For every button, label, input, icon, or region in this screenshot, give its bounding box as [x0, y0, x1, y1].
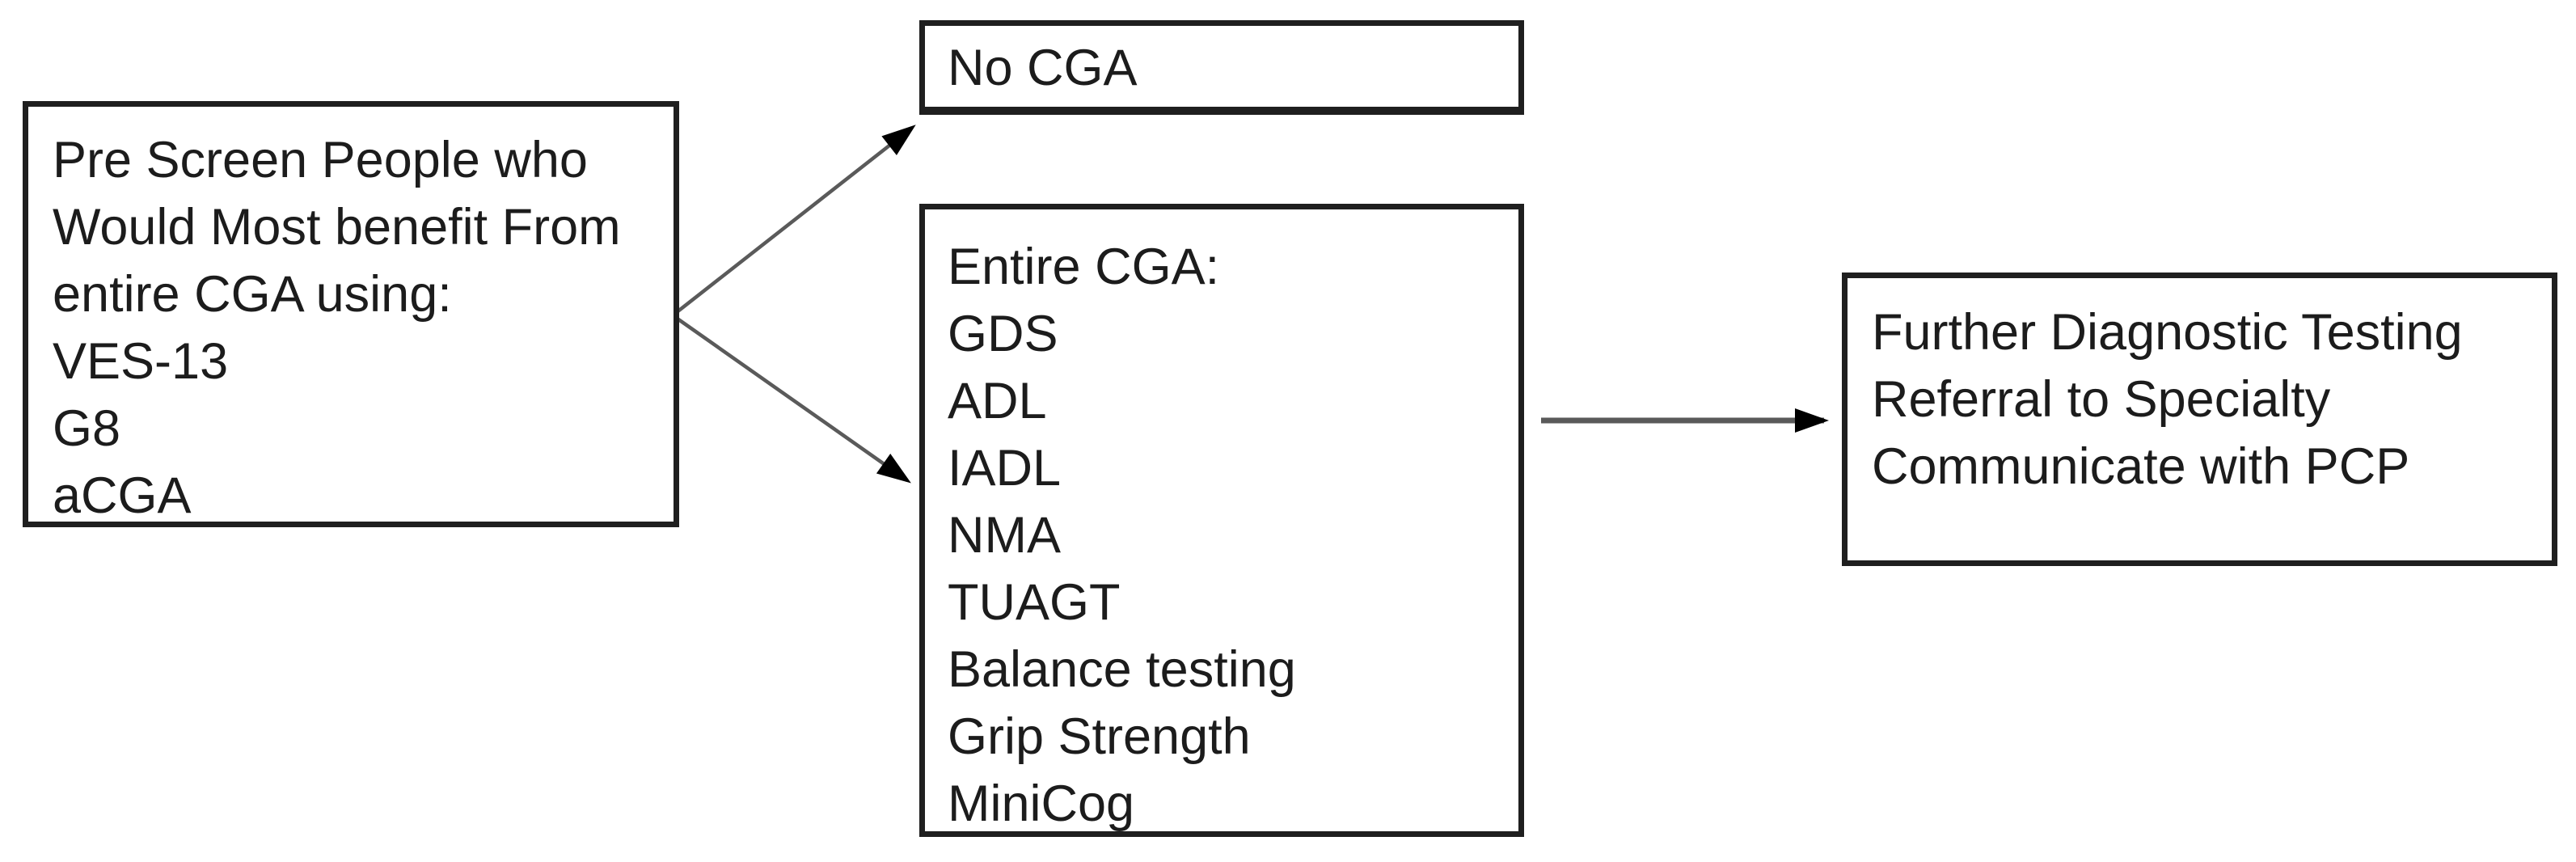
- outcome-text-line: Communicate with PCP: [1872, 438, 2410, 495]
- prescreen-text-line: G8: [53, 400, 121, 457]
- outcome-text-line: Referral to Specialty: [1872, 371, 2331, 428]
- entire-cga-box: Entire CGA: GDS ADL IADL NMA TUAGT Balan…: [919, 204, 1524, 837]
- prescreen-text-line: Would Most benefit From: [53, 199, 621, 256]
- entire-cga-text-line: IADL: [948, 440, 1062, 496]
- entire-cga-text-line: TUAGT: [948, 574, 1121, 631]
- entire-cga-text-line: ADL: [948, 373, 1047, 429]
- outcome-box: Further Diagnostic Testing Referral to S…: [1842, 273, 2557, 566]
- prescreen-text-line: Pre Screen People who: [53, 132, 588, 188]
- entire-cga-text-line: NMA: [948, 507, 1061, 564]
- prescreen-text-line: VES-13: [53, 333, 229, 390]
- no-cga-box: No CGA: [919, 20, 1524, 115]
- entire-cga-text-line: Grip Strength: [948, 708, 1251, 765]
- arrow-prescreen-to-no-cga-icon: [671, 125, 916, 317]
- arrow-prescreen-to-entire-cga-icon: [671, 314, 911, 484]
- prescreen-text-line: entire CGA using:: [53, 266, 452, 323]
- prescreen-box: Pre Screen People who Would Most benefit…: [23, 101, 679, 527]
- no-cga-text-line: No CGA: [948, 40, 1138, 96]
- entire-cga-text-line: Entire CGA:: [948, 239, 1220, 295]
- entire-cga-text-line: MiniCog: [948, 775, 1135, 832]
- entire-cga-text-line: GDS: [948, 306, 1058, 362]
- entire-cga-text-line: Balance testing: [948, 641, 1296, 698]
- prescreen-text-line: aCGA: [53, 467, 192, 524]
- outcome-text-line: Further Diagnostic Testing: [1872, 304, 2463, 361]
